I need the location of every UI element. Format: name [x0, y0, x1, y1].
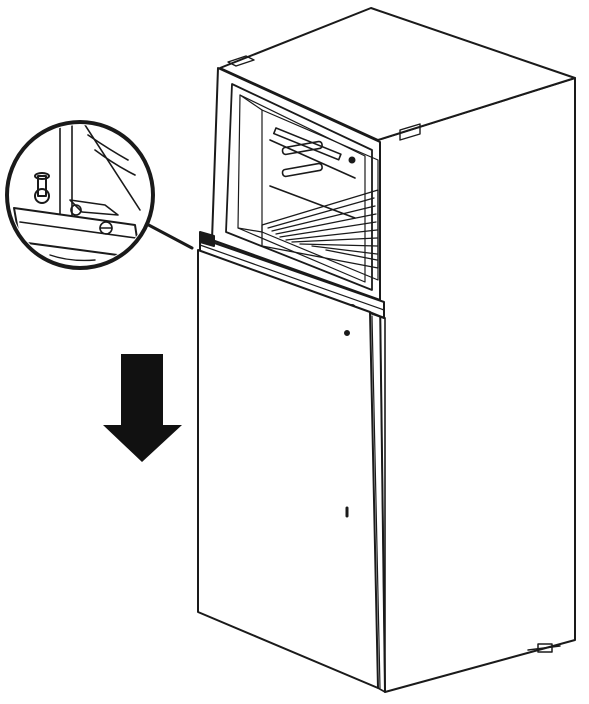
- freezer-compartment: [211, 67, 381, 301]
- refrigerator-door: [197, 249, 386, 693]
- refrigerator-side-panel: [377, 77, 576, 693]
- hinge-detail-icon: [5, 120, 194, 270]
- freezer-vent-icon: [269, 127, 356, 219]
- down-arrow-icon: [103, 354, 182, 462]
- refrigerator-feet: [527, 643, 561, 653]
- freezer-wire-shelf-icon: [261, 189, 379, 269]
